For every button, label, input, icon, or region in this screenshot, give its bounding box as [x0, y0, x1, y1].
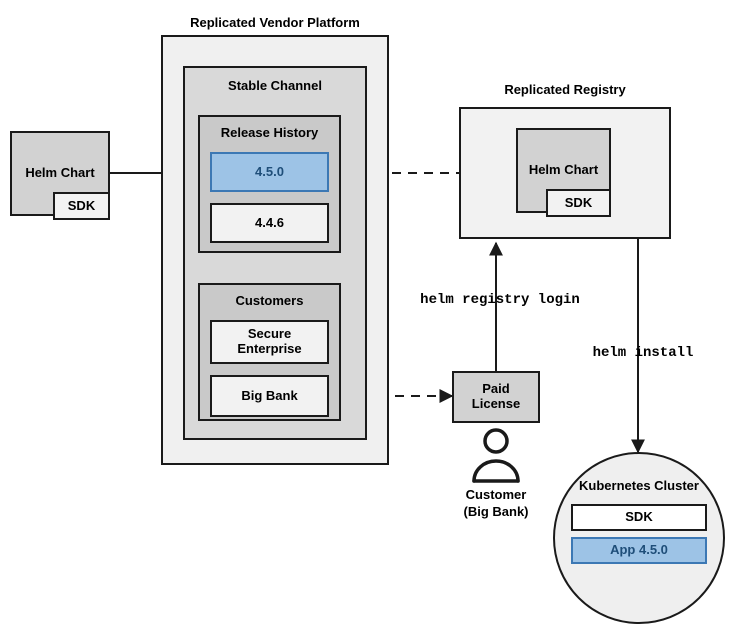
customer-actor-label-line1: Customer [465, 487, 527, 502]
cluster-component-sdk: SDK [571, 504, 707, 531]
vendor-platform-title: Replicated Vendor Platform [190, 15, 360, 30]
paid-license-label: Paid License [471, 381, 521, 411]
registry-helm-chart-label: Helm Chart [528, 162, 599, 178]
cluster-component-label: App 4.5.0 [610, 542, 668, 558]
kubernetes-cluster-label: Kubernetes Cluster [579, 478, 699, 493]
customer-actor-label-line2: (Big Bank) [463, 504, 529, 519]
person-icon [472, 428, 520, 483]
source-sdk-label: SDK [67, 197, 96, 213]
customer-name-label: Big Bank [241, 387, 298, 403]
release-item-4-5-0[interactable]: 4.5.0 [210, 152, 329, 192]
customer-name-label: Secure Enterprise [237, 326, 302, 356]
registry-title: Replicated Registry [504, 82, 626, 97]
release-item-4-4-6[interactable]: 4.4.6 [210, 203, 329, 243]
registry-sdk-label: SDK [564, 194, 593, 210]
release-version-label: 4.5.0 [255, 163, 284, 179]
release-version-label: 4.4.6 [255, 214, 284, 230]
cluster-component-app: App 4.5.0 [571, 537, 707, 564]
customers-label: Customers [235, 293, 304, 308]
paid-license-box: Paid License [452, 371, 540, 423]
stable-channel-label: Stable Channel [228, 78, 322, 93]
customer-item-big-bank[interactable]: Big Bank [210, 375, 329, 417]
registry-sdk-box: SDK [546, 189, 611, 217]
source-helm-chart-label: Helm Chart [25, 165, 95, 181]
cluster-component-label: SDK [625, 509, 653, 525]
command-helm-install: helm install [592, 345, 694, 361]
source-sdk-box: SDK [53, 192, 110, 220]
command-helm-registry-login: helm registry login [420, 292, 580, 308]
customer-item-secure-enterprise[interactable]: Secure Enterprise [210, 320, 329, 364]
release-history-label: Release History [220, 125, 319, 140]
